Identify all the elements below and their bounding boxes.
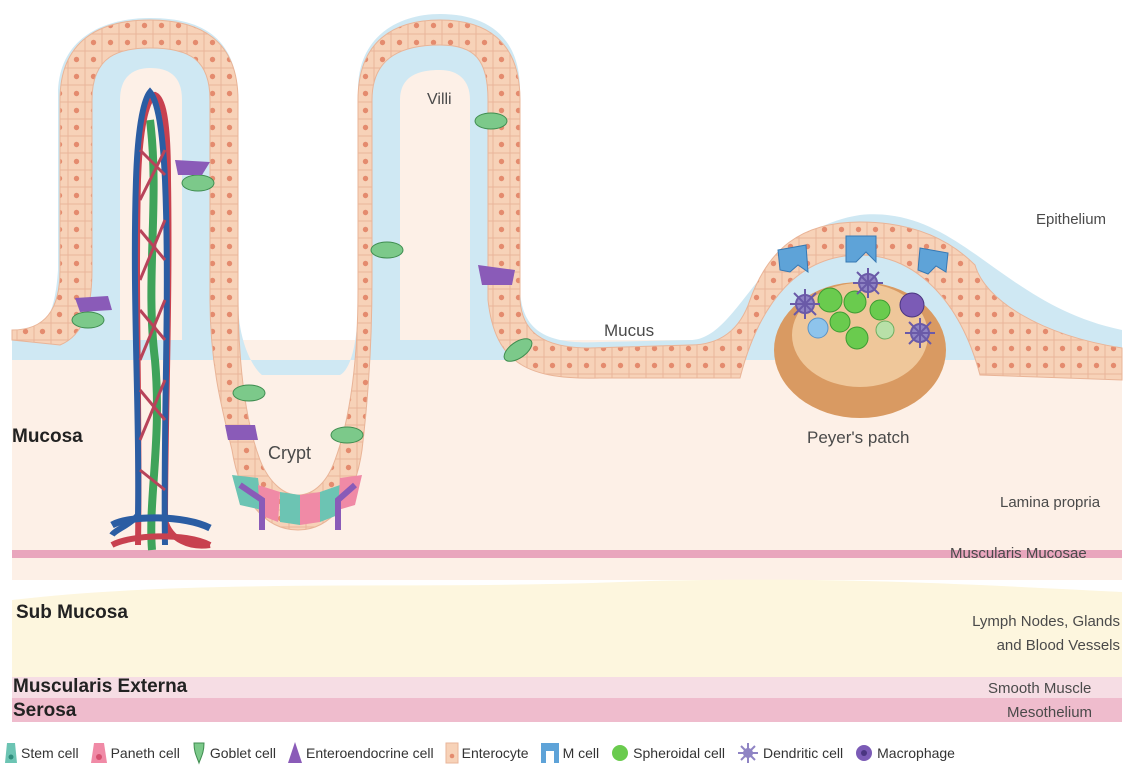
cell-legend: Stem cell Paneth cell Goblet cell Entero… — [4, 738, 962, 768]
muscularis-mucosae-label: Muscularis Mucosae — [950, 545, 1087, 562]
legend-item: Enteroendocrine cell — [287, 741, 434, 765]
lymph-label-line2: and Blood Vessels — [997, 637, 1120, 654]
legend-label: Goblet cell — [210, 745, 276, 761]
paneth-cell-icon — [90, 741, 108, 765]
legend-label: Macrophage — [877, 745, 955, 761]
enteroendocrine-cell-icon — [287, 741, 303, 765]
legend-label: Enteroendocrine cell — [306, 745, 434, 761]
villi-label: Villi — [427, 91, 452, 109]
enterocyte-icon — [445, 741, 459, 765]
smooth-muscle-label: Smooth Muscle — [988, 680, 1091, 697]
legend-item: M cell — [540, 741, 600, 765]
goblet-cell-icon — [191, 741, 207, 765]
legend-label: Spheroidal cell — [633, 745, 725, 761]
legend-item: Enterocyte — [445, 741, 529, 765]
spheroidal-cell-icon — [610, 741, 630, 765]
legend-label: Dendritic cell — [763, 745, 843, 761]
lymph-label-line1: Lymph Nodes, Glands — [972, 613, 1120, 630]
dendritic-cell-icon — [736, 741, 760, 765]
legend-item: Paneth cell — [90, 741, 180, 765]
m-cell-icon — [540, 741, 560, 765]
legend-item: Dendritic cell — [736, 741, 843, 765]
epithelium-label: Epithelium — [1036, 211, 1106, 228]
macrophage-icon — [854, 741, 874, 765]
submucosa-layer — [12, 580, 1122, 677]
serosa-band — [12, 698, 1122, 722]
villus-core-right — [400, 70, 470, 340]
serosa-label: Serosa — [13, 700, 76, 722]
legend-label: Stem cell — [21, 745, 79, 761]
legend-label: Enterocyte — [462, 745, 529, 761]
peyers-patch-label: Peyer's patch — [807, 428, 909, 448]
legend-item: Spheroidal cell — [610, 741, 725, 765]
crypt-label: Crypt — [268, 443, 311, 464]
stem-cell-icon — [4, 741, 18, 765]
legend-label: M cell — [563, 745, 600, 761]
lamina-propria-label: Lamina propria — [1000, 494, 1100, 511]
legend-label: Paneth cell — [111, 745, 180, 761]
mucus-label: Mucus — [604, 321, 654, 341]
mesothelium-label: Mesothelium — [1007, 704, 1092, 721]
mucosa-label: Mucosa — [12, 426, 83, 448]
legend-item: Macrophage — [854, 741, 955, 765]
muscularis-externa-label: Muscularis Externa — [13, 676, 187, 698]
legend-item: Stem cell — [4, 741, 79, 765]
sub-mucosa-label: Sub Mucosa — [16, 602, 128, 624]
legend-item: Goblet cell — [191, 741, 276, 765]
